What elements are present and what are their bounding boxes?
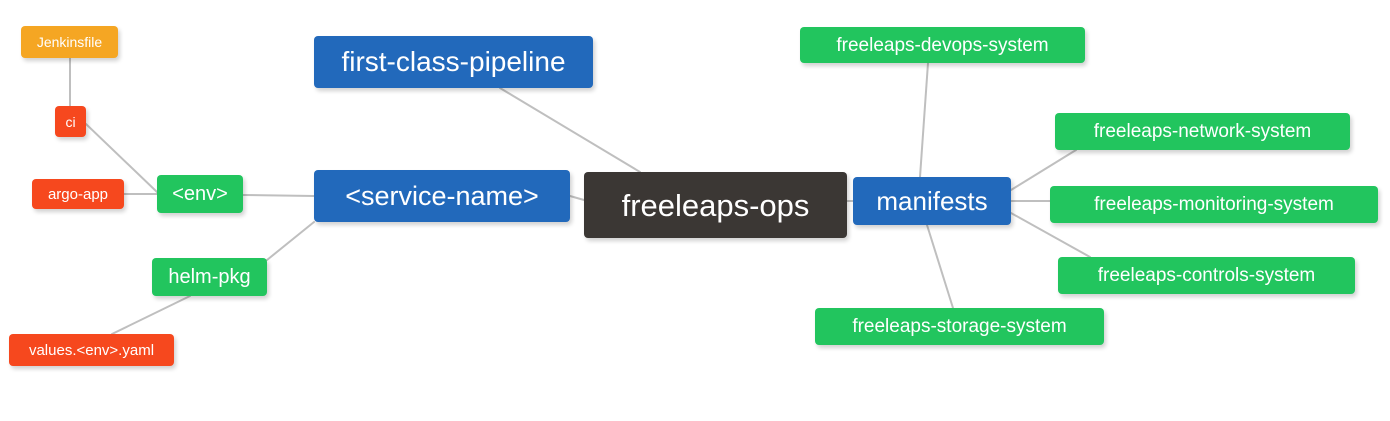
node-argo-app[interactable]: argo-app xyxy=(32,179,124,209)
node-manifests[interactable]: manifests xyxy=(853,177,1011,225)
node-values-yaml[interactable]: values.<env>.yaml xyxy=(9,334,174,366)
node-label-freeleaps-ops: freeleaps-ops xyxy=(621,187,810,223)
node-first-class-pipeline[interactable]: first-class-pipeline xyxy=(314,36,593,88)
node-label-first-class-pipeline: first-class-pipeline xyxy=(341,46,566,77)
node-label-manifests: manifests xyxy=(876,186,988,216)
node-label-ci: ci xyxy=(65,113,76,130)
edge-manifests-to-freeleaps-storage-system xyxy=(926,224,954,309)
node-label-service-name: <service-name> xyxy=(345,180,539,211)
node-label-freeleaps-storage-system: freeleaps-storage-system xyxy=(852,316,1067,337)
node-freeleaps-storage-system[interactable]: freeleaps-storage-system xyxy=(815,308,1104,345)
node-label-env: <env> xyxy=(172,183,228,205)
node-ci[interactable]: ci xyxy=(55,106,86,137)
node-label-freeleaps-monitoring-system: freeleaps-monitoring-system xyxy=(1094,194,1334,215)
node-service-name[interactable]: <service-name> xyxy=(314,170,570,222)
edge-helm-pkg-to-values-yaml xyxy=(111,295,191,335)
node-label-freeleaps-controls-system: freeleaps-controls-system xyxy=(1097,265,1316,286)
edge-manifests-to-freeleaps-network-system xyxy=(1010,149,1077,191)
edge-service-name-to-freeleaps-ops xyxy=(569,195,585,201)
node-label-values-yaml: values.<env>.yaml xyxy=(28,341,155,359)
edge-service-name-to-helm-pkg xyxy=(266,221,315,261)
edge-env-to-service-name xyxy=(242,194,315,197)
node-freeleaps-ops[interactable]: freeleaps-ops xyxy=(584,172,847,238)
node-jenkinsfile[interactable]: Jenkinsfile xyxy=(21,26,118,58)
node-label-argo-app: argo-app xyxy=(47,185,109,203)
node-label-freeleaps-devops-system: freeleaps-devops-system xyxy=(836,34,1049,56)
edge-manifests-to-freeleaps-devops-system xyxy=(919,62,929,178)
node-freeleaps-monitoring-system[interactable]: freeleaps-monitoring-system xyxy=(1050,186,1378,223)
edge-first-class-pipeline-to-freeleaps-ops xyxy=(499,87,641,173)
node-env[interactable]: <env> xyxy=(157,175,243,213)
node-freeleaps-devops-system[interactable]: freeleaps-devops-system xyxy=(800,27,1085,63)
node-helm-pkg[interactable]: helm-pkg xyxy=(152,258,267,296)
node-freeleaps-network-system[interactable]: freeleaps-network-system xyxy=(1055,113,1350,150)
node-label-jenkinsfile: Jenkinsfile xyxy=(36,34,103,50)
node-freeleaps-controls-system[interactable]: freeleaps-controls-system xyxy=(1058,257,1355,294)
node-label-freeleaps-network-system: freeleaps-network-system xyxy=(1093,121,1312,142)
node-label-helm-pkg: helm-pkg xyxy=(168,266,251,288)
